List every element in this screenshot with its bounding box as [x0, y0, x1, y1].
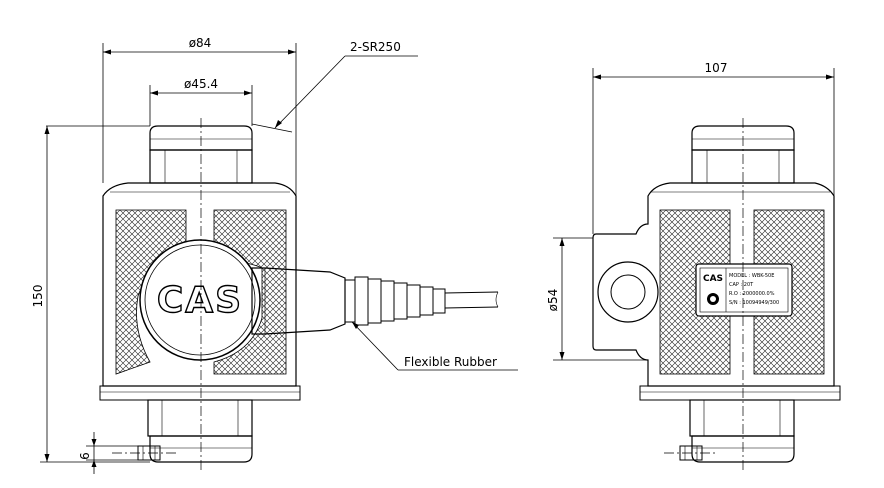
cable-callout-label: Flexible Rubber [404, 355, 497, 369]
nameplate-line: R.O : 2000000.0% [729, 291, 775, 297]
nameplate-line: CAP : 20T [729, 282, 754, 288]
side-view: CAS MODEL : WBK-50E CAP : 20T R.O : 2000… [546, 61, 841, 472]
cas-logo-badge: CAS [139, 239, 261, 361]
side-bottom-foot [679, 399, 795, 463]
nameplate: CAS MODEL : WBK-50E CAP : 20T R.O : 2000… [695, 263, 793, 317]
dim-foot-label: 6 [78, 452, 92, 460]
dim-radius-label: 2-SR250 [350, 40, 401, 54]
dim-outer-diameter-label: ø84 [189, 36, 212, 50]
dim-outer-diameter: ø84 [102, 36, 297, 196]
dim-hole-diameter: ø54 [546, 237, 648, 361]
dim-depth: 107 [592, 61, 835, 234]
dim-top-diameter-label: ø45.4 [184, 77, 218, 91]
nameplate-line: S/N : 10094949/300 [729, 300, 779, 306]
dim-depth-label: 107 [705, 61, 728, 75]
dim-foot: 6 [78, 432, 140, 474]
dim-top-diameter: ø45.4 [149, 77, 253, 126]
cas-logo: CAS [157, 280, 243, 321]
cable-callout: Flexible Rubber [351, 321, 518, 371]
nameplate-line: MODEL : WBK-50E [729, 273, 774, 279]
front-view: CAS [31, 36, 518, 474]
cable-connector [251, 267, 499, 335]
dim-radius-callout: 2-SR250 [46, 40, 418, 133]
dim-hole-diameter-label: ø54 [546, 289, 560, 312]
dim-height-label: 150 [31, 285, 45, 308]
side-cable-entry [597, 261, 659, 323]
dim-height: 150 [31, 126, 150, 463]
nameplate-brand: CAS [703, 274, 723, 284]
